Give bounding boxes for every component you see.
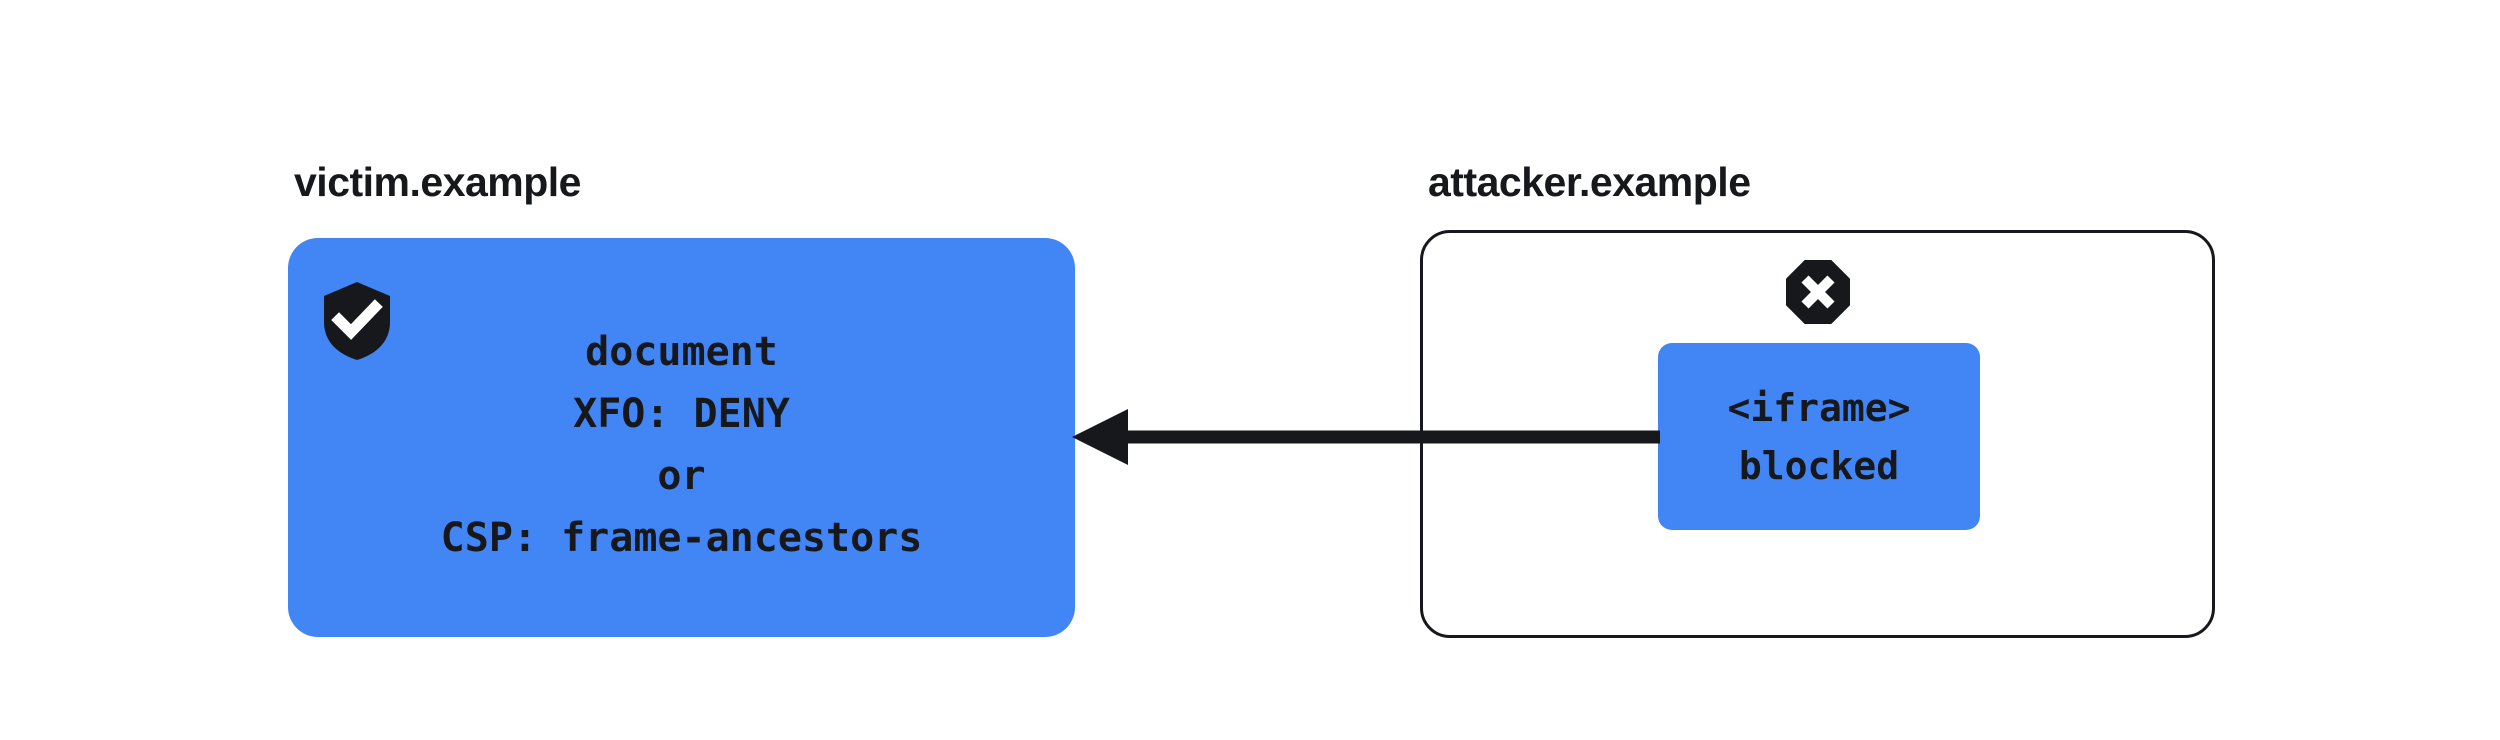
attacker-origin-label: attacker.example <box>1428 159 1751 205</box>
victim-origin-label: victim.example <box>294 159 582 205</box>
blocked-iframe-box: <iframe> blocked <box>1658 343 1980 530</box>
octagon-x-blocked-icon <box>1786 260 1850 324</box>
policy-line-or: or <box>657 452 706 499</box>
attacker-page-panel: <iframe> blocked <box>1420 230 2215 638</box>
iframe-tag-text: <iframe> <box>1727 385 1911 430</box>
iframe-status-text: blocked <box>1738 443 1900 488</box>
policy-line-xfo: XFO: DENY <box>573 390 790 437</box>
victim-policy-text: document XFO: DENY or CSP: frame-ancesto… <box>288 238 1075 637</box>
arrow-head <box>1072 409 1128 465</box>
policy-line-document: document <box>585 328 778 375</box>
policy-line-csp: CSP: frame-ancestors <box>440 514 923 561</box>
victim-document-panel: document XFO: DENY or CSP: frame-ancesto… <box>288 238 1075 637</box>
shield-check-icon <box>324 282 390 360</box>
